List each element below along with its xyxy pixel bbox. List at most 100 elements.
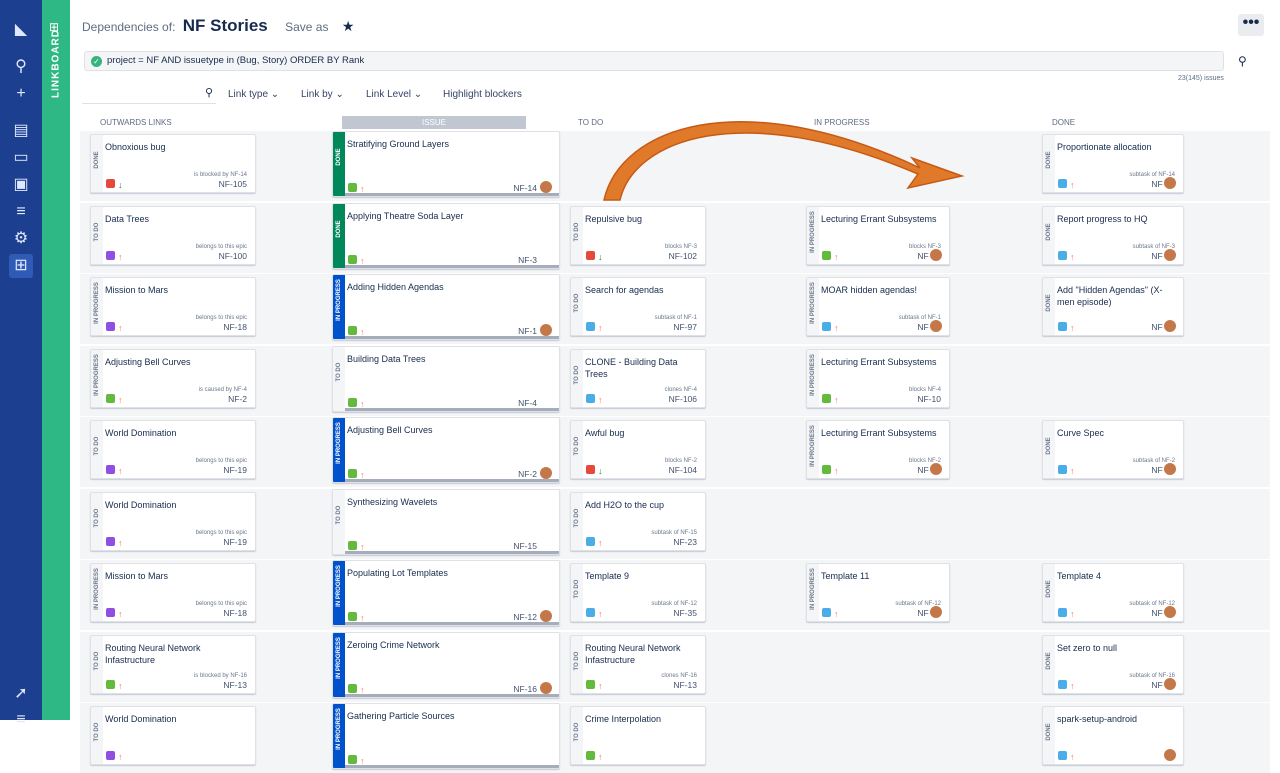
issue-key[interactable]: NF-10 [917, 393, 941, 404]
linkboard-app-icon[interactable]: ⊞ [9, 254, 33, 278]
issue-key[interactable]: NF-106 [668, 393, 697, 404]
issue-key[interactable]: NF-97 [673, 322, 697, 332]
search-icon[interactable]: ⚲ [15, 58, 27, 75]
issue-key[interactable]: NF-16 [513, 683, 537, 694]
issue-key[interactable]: NF-18 [223, 322, 247, 332]
link-level-dropdown[interactable]: Link Level ⌄ [366, 89, 423, 100]
jql-search-icon[interactable]: ⚲ [1238, 54, 1247, 68]
save-as-button[interactable]: Save as [285, 20, 329, 34]
avatar[interactable] [1163, 247, 1177, 262]
avatar[interactable] [539, 680, 553, 695]
issue-key[interactable]: NF-104 [668, 465, 697, 475]
favorite-star-icon[interactable]: ★ [341, 18, 355, 34]
card-title: Lecturing Errant Subsystems [821, 356, 937, 367]
avatar[interactable] [539, 180, 553, 194]
avatar[interactable] [929, 462, 943, 476]
issue-key[interactable]: NF-3 [518, 254, 537, 265]
rocket-icon[interactable]: ➚ [14, 685, 28, 702]
issue-key[interactable]: NF-105 [218, 179, 247, 189]
issue-key[interactable]: NF-19 [223, 465, 247, 475]
issue-key[interactable]: NF-35 [673, 608, 697, 618]
filter-input[interactable]: ⚲ [82, 84, 216, 104]
link-type-dropdown[interactable]: Link type ⌄ [228, 89, 280, 100]
link-by-dropdown[interactable]: Link by ⌄ [301, 89, 344, 100]
avatar[interactable] [929, 319, 943, 333]
issue-key[interactable]: NF-13 [673, 679, 697, 690]
issue-key[interactable]: NF-100 [218, 250, 247, 261]
create-icon[interactable]: + [16, 85, 26, 102]
settings-gear-icon[interactable]: ⚙ [13, 230, 29, 247]
avatar[interactable] [1163, 319, 1177, 333]
issue-key[interactable]: NF-19 [223, 536, 247, 547]
highlight-blockers-button[interactable]: Highlight blockers [443, 89, 522, 100]
issue-key[interactable]: NF-18 [223, 608, 247, 618]
avatar[interactable] [929, 605, 943, 619]
more-actions-button[interactable]: ••• [1238, 14, 1264, 36]
menu-icon[interactable]: ≡ [16, 711, 26, 728]
filter-icon[interactable]: ≡ [16, 203, 26, 220]
avatar[interactable] [539, 466, 553, 480]
jql-query-field[interactable]: ✓ project = NF AND issuetype in (Bug, St… [84, 51, 1224, 71]
jira-logo-icon[interactable]: ◣ [14, 21, 28, 38]
avatar[interactable] [539, 609, 553, 623]
issue-key[interactable]: NF-15 [513, 540, 537, 551]
avatar[interactable] [1163, 605, 1177, 619]
folder-icon[interactable]: ▭ [13, 149, 29, 166]
issue-key[interactable]: NF-12 [513, 612, 537, 622]
issue-key[interactable]: NF-1 [518, 326, 537, 336]
issue-key[interactable]: NF-102 [668, 250, 697, 261]
issue-key[interactable]: NF-23 [673, 536, 697, 547]
avatar[interactable] [1163, 676, 1177, 691]
issue-key[interactable]: NF-13 [223, 679, 247, 690]
avatar[interactable] [1163, 176, 1177, 190]
issue-key[interactable]: NF-4 [518, 397, 537, 408]
screen-icon[interactable]: ▣ [13, 176, 29, 193]
avatar[interactable] [1163, 748, 1177, 762]
avatar[interactable] [929, 247, 943, 262]
issue-key[interactable]: NF-2 [518, 469, 537, 479]
avatar[interactable] [1163, 462, 1177, 476]
board-icon[interactable]: ▤ [13, 122, 29, 139]
issue-key[interactable]: NF-2 [228, 393, 247, 404]
avatar[interactable] [539, 323, 553, 337]
issue-key[interactable]: NF-14 [513, 183, 537, 193]
